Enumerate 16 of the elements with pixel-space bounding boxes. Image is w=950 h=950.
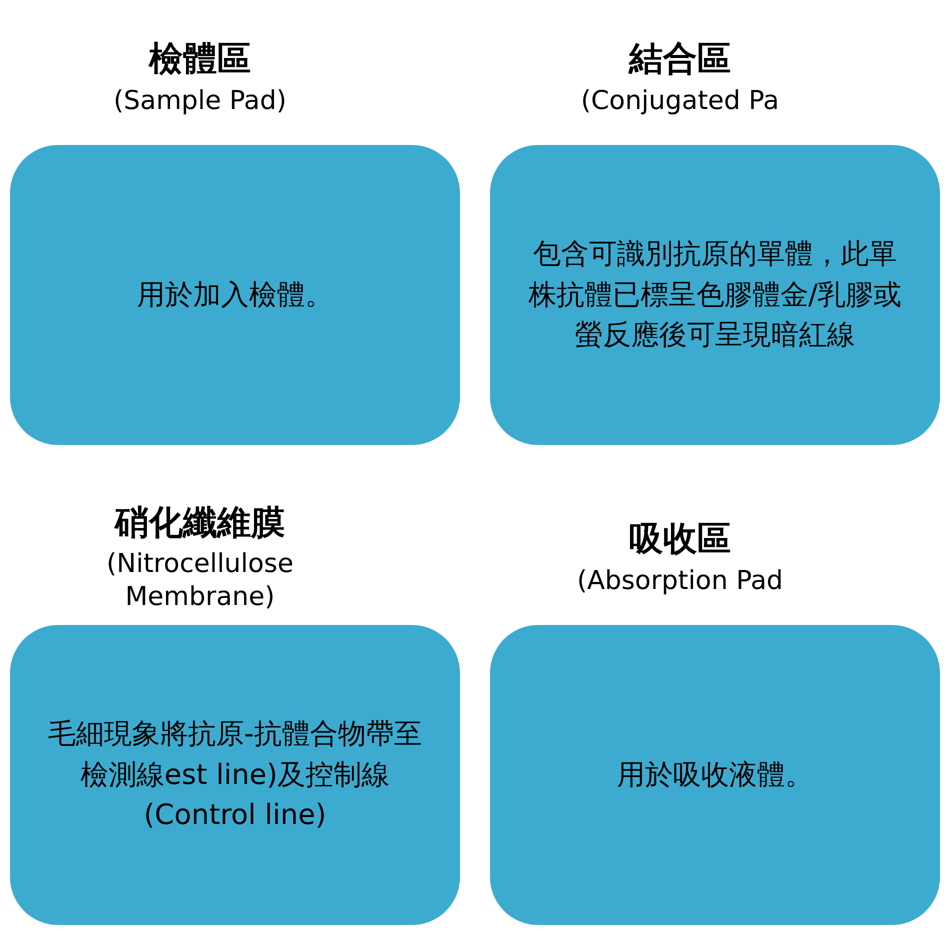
- heading: 硝化纖維膜: [115, 502, 285, 544]
- body-panel: [490, 625, 940, 925]
- body-panel: [10, 625, 460, 925]
- description-text: 包含可識別抗原的單體，此單株抗體已標呈色膠體金/乳膠或螢反應後可呈現暗紅線: [527, 236, 903, 354]
- subheading: (Sample Pad): [114, 84, 286, 117]
- body-panel: [10, 145, 460, 445]
- subheading: (Nitrocellulose Membrane): [106, 548, 294, 614]
- body-panel: [490, 145, 940, 445]
- heading: 吸收區: [629, 518, 731, 560]
- description-text: 毛細現象將抗原-抗體合物帶至檢測線est line)及控制線(Control line): [46, 716, 424, 834]
- description-text: 用於加入檢體。: [137, 276, 333, 313]
- heading: 檢體區: [149, 38, 251, 80]
- description-text: 用於吸收液體。: [617, 756, 813, 793]
- heading: 結合區: [629, 38, 731, 80]
- subheading: (Absorption Pad: [576, 564, 784, 597]
- subheading: (Conjugated Pa: [580, 84, 780, 117]
